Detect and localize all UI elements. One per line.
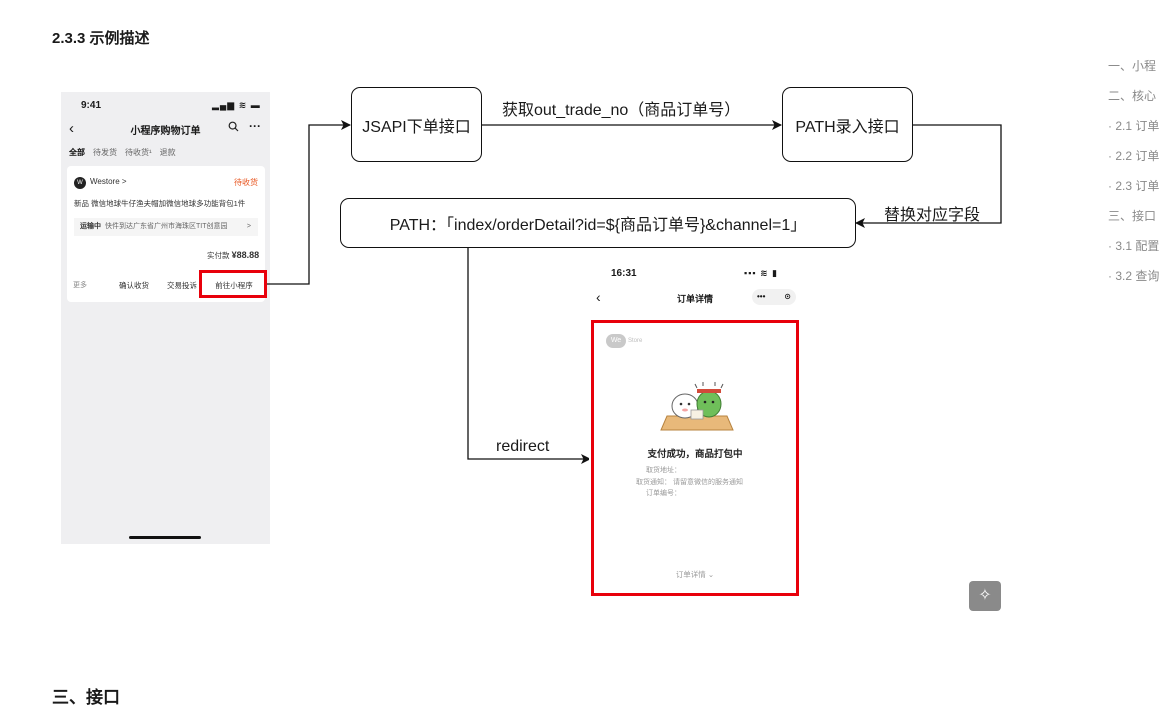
toc-item[interactable]: 三、接口 — [1108, 209, 1157, 223]
order-list-screenshot: 9:41 ▂▄▆ ≋ ▬ ‹ 小程序购物订单 ··· 全部待发货待收货¹ 退款 W… — [61, 92, 270, 544]
pay-total: 实付款 ¥88.88 — [207, 250, 259, 261]
pay-amount: ¥88.88 — [231, 250, 260, 260]
node-path-value: PATH：「index/orderDetail?id=${商品订单号}&chan… — [340, 198, 856, 248]
more-dots-icon: ••• — [757, 292, 766, 301]
next-section-heading: 三、接口 — [52, 688, 120, 707]
section-heading: 2.3.3 示例描述 — [52, 30, 150, 47]
order-detail-link: 订单详情 ⌄ — [675, 570, 715, 579]
capsule-menu: ••• ⊙ — [752, 289, 796, 305]
page-title: 小程序购物订单 — [130, 126, 201, 137]
tab-all: 全部 — [69, 148, 85, 157]
store-logo-icon: W — [74, 177, 86, 189]
chevron-right-icon: > — [246, 223, 251, 230]
close-target-icon: ⊙ — [784, 292, 791, 301]
product-title: 新品 微信地球牛仔渔夫帽加微信地球多功能背包1件 — [74, 199, 246, 208]
order-actions: 更多 确认收货 交易投诉 前往小程序 — [61, 277, 270, 297]
page-title: 订单详情 — [676, 294, 713, 304]
toc-item[interactable]: 一、小程 — [1108, 59, 1157, 73]
edge-goto-to-jsapi — [267, 120, 351, 285]
order-tabs: 全部待发货待收货¹ 退款 — [69, 147, 184, 158]
toc-item[interactable]: · 3.2 查询 — [1108, 269, 1160, 283]
signal-wifi-battery-icon: ▪▪▪ ≋ ▮ — [744, 268, 779, 278]
back-chevron-icon: ‹ — [596, 289, 601, 305]
more-icon: ··· — [249, 119, 261, 133]
pay-label: 实付款 — [207, 251, 230, 260]
search-icon — [228, 121, 239, 135]
more-link: 更多 — [73, 282, 87, 289]
edge-redirect — [467, 247, 591, 464]
toc-item[interactable]: · 2.2 订单 — [1108, 149, 1160, 163]
goto-miniprogram-button: 前往小程序 — [215, 281, 253, 290]
order-number: 订单编号： — [646, 490, 681, 497]
order-card: W Westore > 待收货 新品 微信地球牛仔渔夫帽加微信地球多功能背包1件… — [67, 166, 265, 302]
toc-item[interactable]: · 2.3 订单 — [1108, 179, 1160, 193]
node-path-entry: PATH录入接口 — [782, 87, 913, 162]
highlight-goto-button — [199, 270, 267, 298]
pickup-address: 取货地址： — [646, 467, 681, 474]
signal-wifi-battery-icon: ▂▄▆ ≋ ▬ — [212, 100, 261, 110]
tab-refund: 退款 — [159, 148, 176, 157]
order-detail-screenshot: 16:31 ▪▪▪ ≋ ▮ ‹ 订单详情 ••• ⊙ We Store 支付成功… — [589, 260, 801, 604]
complaint-button: 交易投诉 — [167, 281, 197, 290]
packing-illustration-icon — [660, 382, 734, 431]
node-jsapi: JSAPI下单接口 — [351, 87, 482, 162]
status-time: 16:31 — [611, 268, 637, 279]
edge-path-entry-to-path-value — [855, 124, 1002, 228]
westore-logo-icon: We — [606, 334, 626, 348]
home-indicator — [129, 536, 201, 539]
table-of-contents: 一、小程 二、核心 · 2.1 订单 · 2.2 订单 · 2.3 订单 三、接… — [1108, 58, 1163, 298]
shipping-state: 运输中 — [80, 223, 101, 230]
edge-label-get-order-no: 获取out_trade_no（商品订单号） — [502, 102, 741, 119]
tab-to-receive: 待收货¹ — [125, 148, 152, 157]
pickup-notice: 取货通知： 请留意微信的服务通知 — [636, 478, 743, 486]
back-chevron-icon: ‹ — [69, 120, 74, 137]
magic-wand-icon[interactable]: ✧ — [969, 581, 1001, 611]
edge-label-redirect: redirect — [496, 438, 550, 455]
tab-to-ship: 待发货 — [93, 148, 117, 157]
store-text: Store — [628, 338, 643, 344]
confirm-receipt-button: 确认收货 — [119, 281, 149, 290]
toc-item[interactable]: · 2.1 订单 — [1108, 119, 1160, 133]
success-message: 支付成功，商品打包中 — [647, 449, 743, 460]
toc-item[interactable]: · 3.1 配置 — [1108, 239, 1160, 253]
highlight-detail-page — [591, 320, 799, 596]
toc-item[interactable]: 二、核心 — [1108, 89, 1157, 103]
detail-body — [594, 323, 796, 595]
status-time: 9:41 — [81, 100, 102, 111]
order-status: 待收货 — [234, 178, 258, 187]
shipping-row: 运输中快件到达广东省广州市海珠区TIT创意园 > — [74, 218, 258, 236]
order-info: 取货地址： 取货通知： 请留意微信的服务通知 订单编号： — [636, 465, 743, 500]
shipping-detail: 快件到达广东省广州市海珠区TIT创意园 — [105, 223, 228, 230]
edge-label-replace-fields: 替换对应字段 — [884, 207, 981, 224]
store-name: Westore > — [90, 177, 127, 186]
